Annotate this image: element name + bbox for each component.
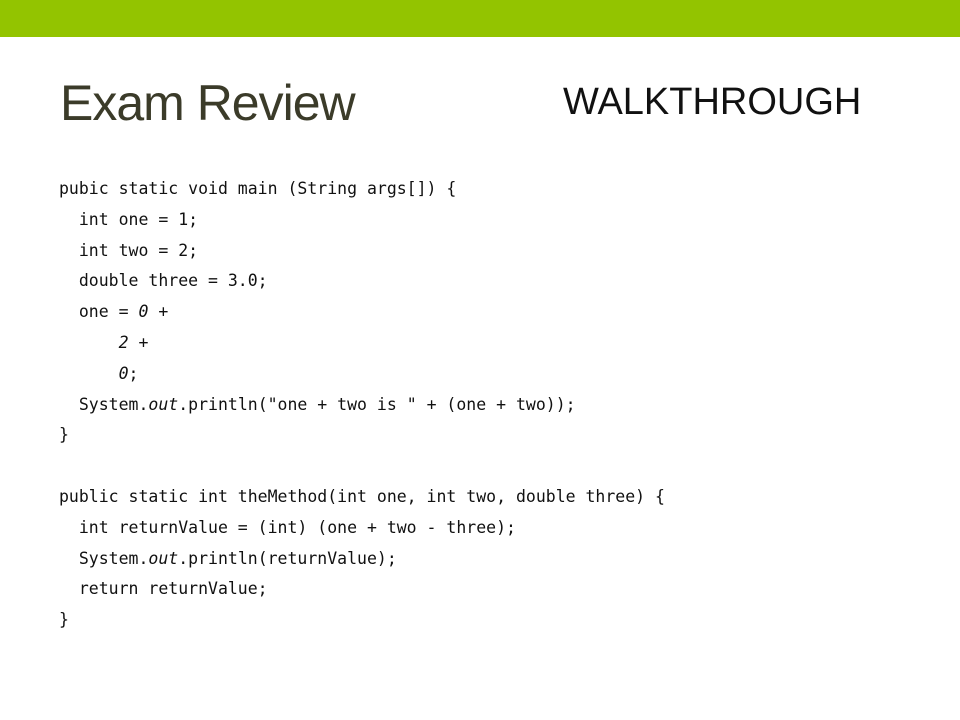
code-token: int returnValue = (int) (one + two - thr… xyxy=(59,517,516,537)
code-token: .println("one + two is " + (one + two)); xyxy=(178,394,576,414)
code-block: pubic static void main (String args[]) {… xyxy=(59,174,939,636)
code-token: } xyxy=(59,610,69,630)
top-accent-bar xyxy=(0,0,960,37)
code-line: int returnValue = (int) (one + two - thr… xyxy=(59,513,939,544)
code-token: pubic static void main (String args[]) { xyxy=(59,179,457,198)
code-line: one = 0 + xyxy=(59,297,939,328)
code-token: + xyxy=(148,302,169,322)
code-line: System.out.println(returnValue); xyxy=(59,544,939,575)
code-token: } xyxy=(59,425,69,445)
code-token: System. xyxy=(59,548,149,568)
code-italic-token: 0 xyxy=(118,363,129,383)
code-line: 2 + xyxy=(59,328,939,359)
code-token: ; xyxy=(128,363,139,383)
code-italic-token: 2 xyxy=(118,332,129,352)
code-token: one = xyxy=(59,302,139,322)
slide-title: Exam Review xyxy=(60,75,356,131)
code-line: return returnValue; xyxy=(59,574,939,605)
code-line: int one = 1; xyxy=(59,205,939,236)
code-line: public static int theMethod(int one, int… xyxy=(59,482,939,513)
code-token: System. xyxy=(59,394,149,414)
code-token: int two = 2; xyxy=(59,240,199,260)
code-line: System.out.println("one + two is " + (on… xyxy=(59,390,939,421)
code-token xyxy=(59,333,119,352)
code-line: 0; xyxy=(59,359,939,390)
code-line: } xyxy=(59,420,939,451)
code-italic-token: out xyxy=(148,394,179,414)
code-line: pubic static void main (String args[]) { xyxy=(59,174,939,205)
slide-subtitle: WALKTHROUGH xyxy=(563,81,862,123)
code-token: double three = 3.0; xyxy=(59,271,268,291)
code-italic-token: out xyxy=(148,548,179,568)
code-italic-token: 0 xyxy=(138,302,149,322)
code-token: .println(returnValue); xyxy=(178,548,397,568)
code-token: return returnValue; xyxy=(59,579,268,599)
code-token: public static int theMethod(int one, int… xyxy=(59,486,665,506)
code-token: int one = 1; xyxy=(59,209,199,229)
code-line: int two = 2; xyxy=(59,236,939,267)
code-token xyxy=(59,364,119,383)
code-line: } xyxy=(59,605,939,636)
code-line: double three = 3.0; xyxy=(59,266,939,297)
code-token: + xyxy=(128,332,149,352)
code-line xyxy=(59,451,939,482)
